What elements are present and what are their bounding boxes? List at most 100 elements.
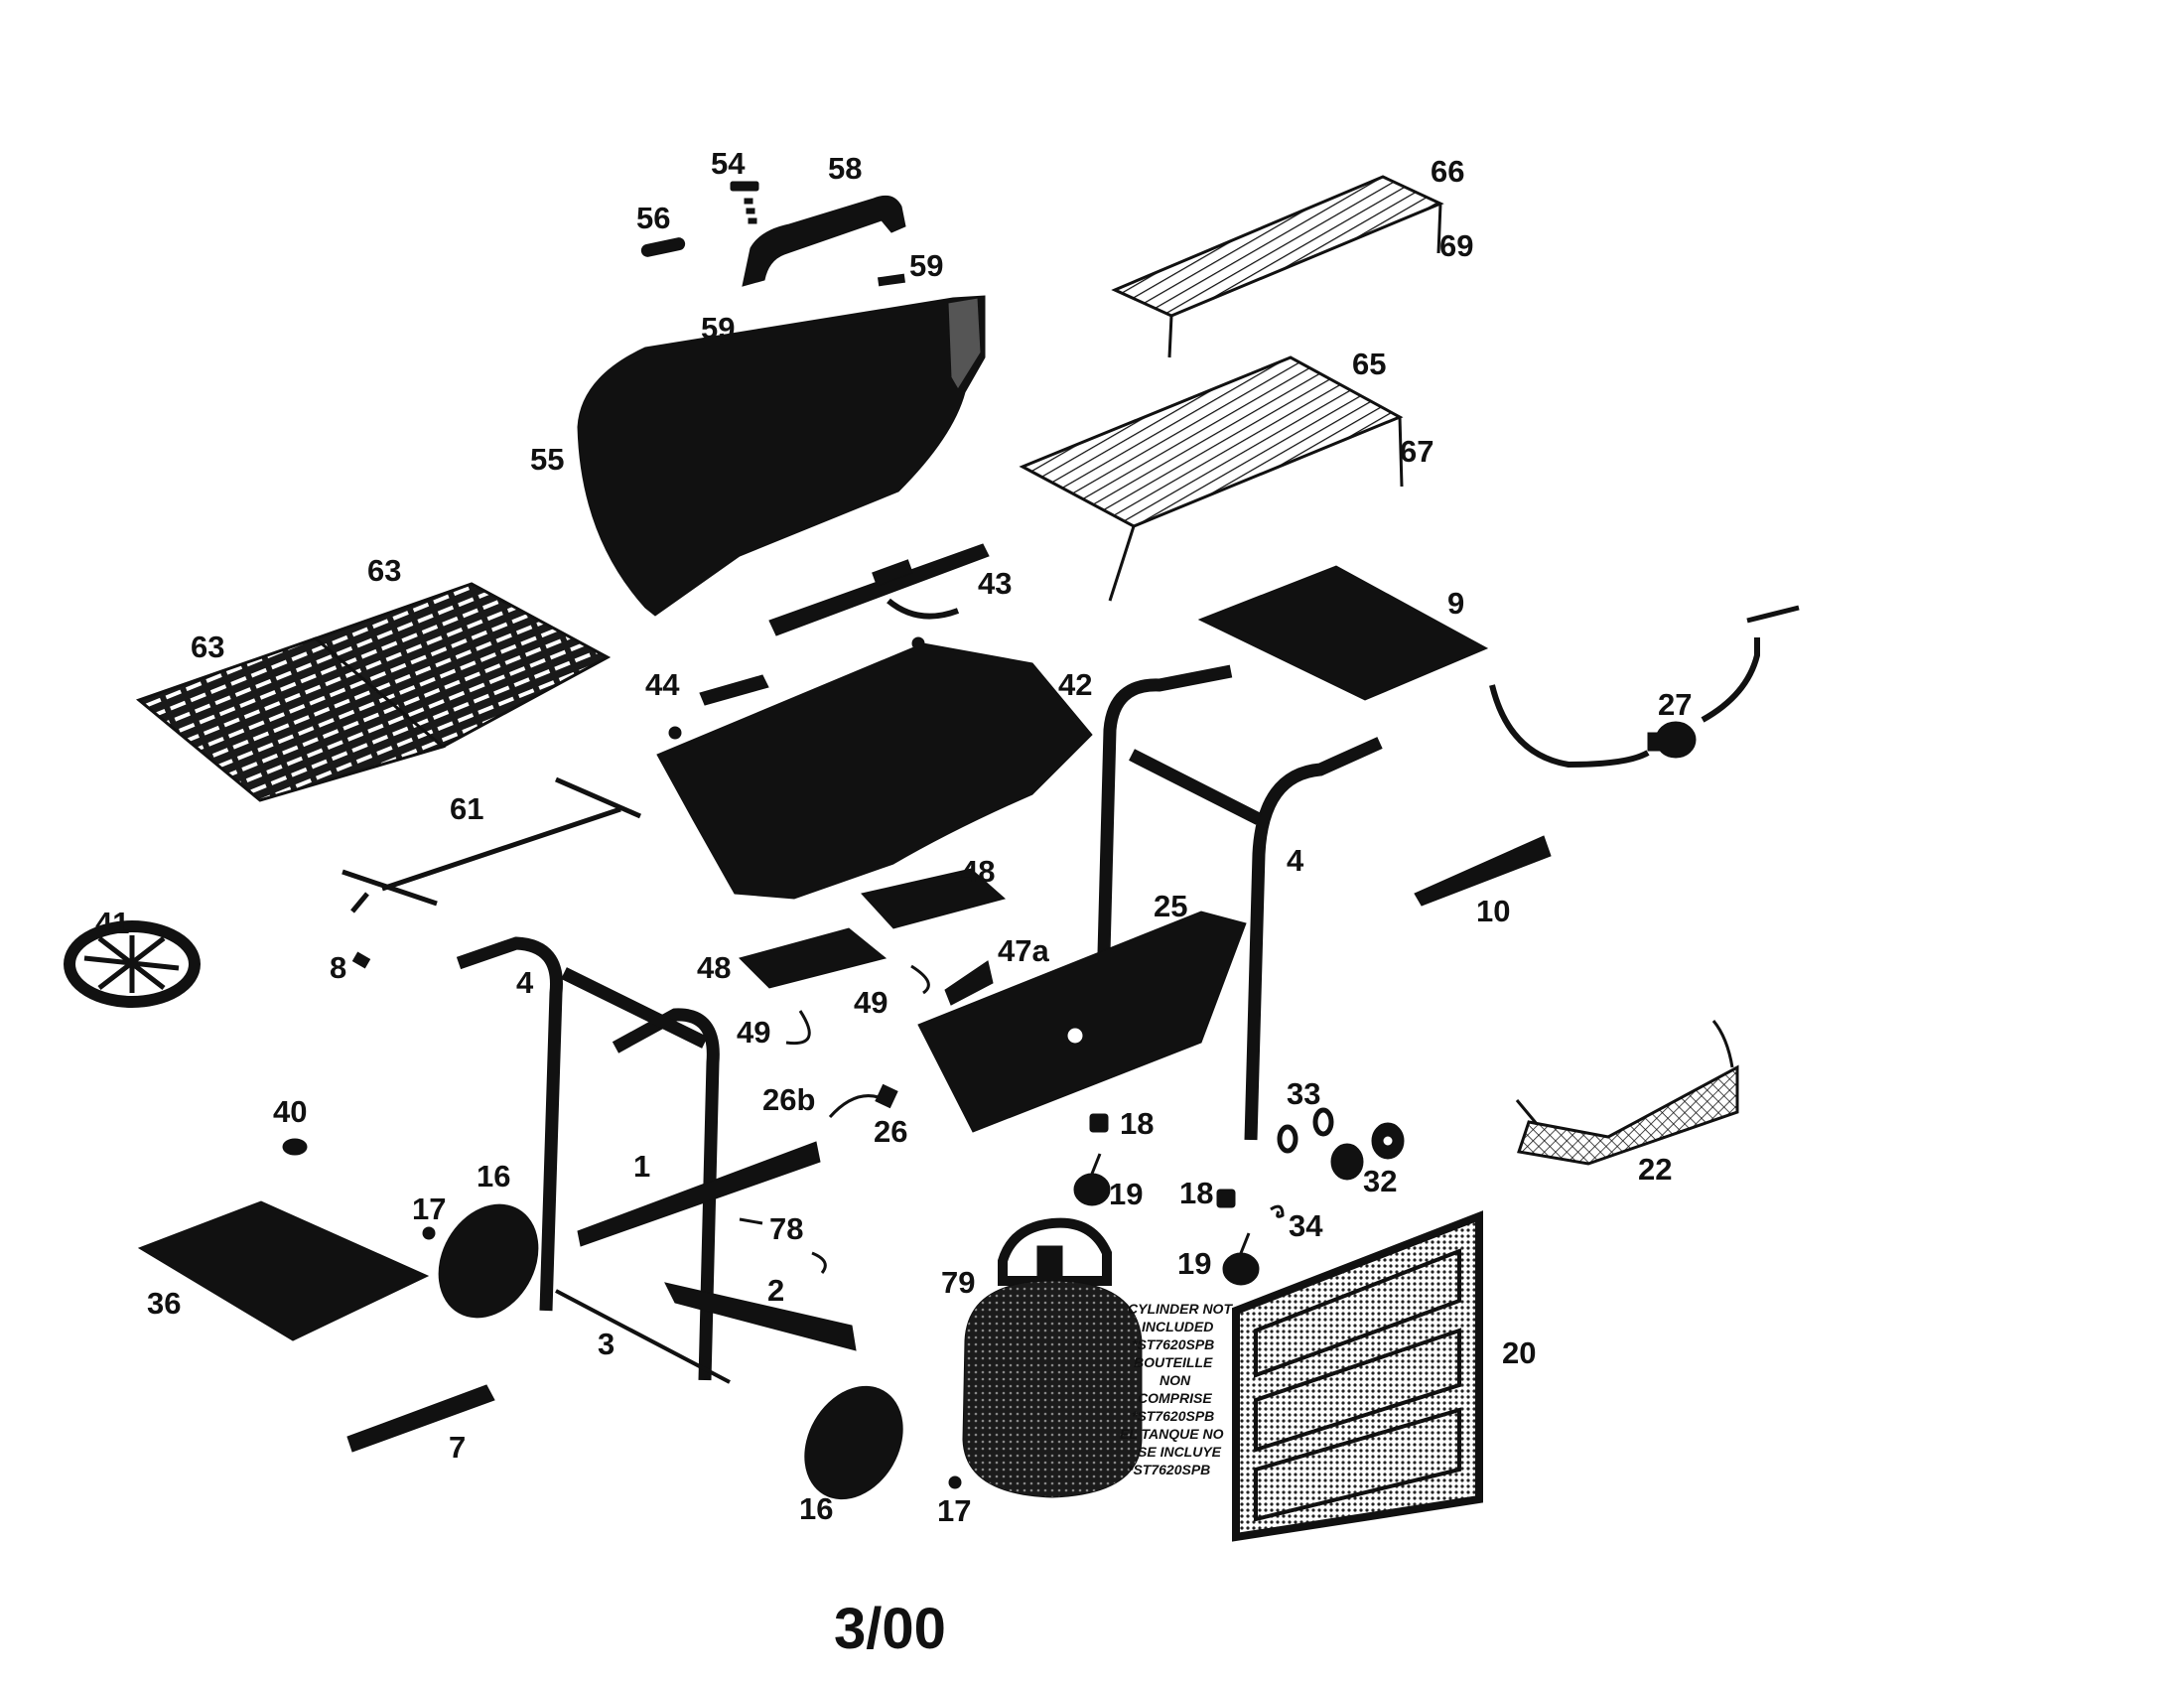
callout-55: 55 (530, 442, 564, 477)
callout-3: 3 (598, 1327, 614, 1361)
callout-19: 19 (1177, 1246, 1211, 1281)
part-36-bottom-shelf (137, 1200, 430, 1341)
part-33-valve-parts (1277, 1107, 1334, 1154)
part-56-heat-indicator (640, 237, 686, 257)
callout-8: 8 (330, 950, 346, 985)
callout-10: 10 (1476, 894, 1510, 928)
callout-33: 33 (1287, 1076, 1320, 1111)
cylinder-note-line: CYLINDER NOT (1128, 1301, 1233, 1317)
part-26-igniter (875, 1083, 898, 1109)
part-40-cap (282, 1138, 308, 1156)
part-44-heat-plate (699, 674, 769, 706)
part-58-lid-handle (742, 195, 906, 287)
part-27-regulator-body (1647, 721, 1697, 759)
part-43-burner-tube (768, 543, 990, 636)
cylinder-note-line: BOUTEILLE (1134, 1354, 1213, 1370)
part-26b-igniter-wire (828, 1094, 880, 1118)
cylinder-note-line: EL TANQUE NO (1120, 1426, 1224, 1442)
part-55-grill-lid (577, 295, 986, 617)
callout-61: 61 (450, 791, 483, 826)
part-41-wheel-hub (64, 920, 201, 1008)
part-3-axle (555, 1289, 731, 1384)
part-32-knob-bezels (1330, 1122, 1405, 1181)
callout-36: 36 (147, 1286, 181, 1321)
callout-48: 48 (697, 950, 731, 985)
callout-49: 49 (737, 1015, 770, 1050)
callout-66: 66 (1431, 154, 1464, 189)
part-61-warming-rack-rod (341, 776, 641, 913)
part-2-bracket (664, 1282, 857, 1351)
callout-49: 49 (854, 985, 887, 1020)
part-42-firebox (656, 636, 1093, 900)
callout-44: 44 (645, 667, 680, 702)
part-63-cooking-grates (135, 582, 612, 802)
part-16-wheels (438, 1203, 903, 1500)
part-4-cart-legs (456, 664, 1383, 1381)
callout-59: 59 (909, 248, 943, 283)
callout-16: 16 (799, 1491, 833, 1526)
cylinder-note-line: *ST7620SPB (1132, 1336, 1214, 1352)
callout-40: 40 (273, 1094, 307, 1129)
callout-20: 20 (1502, 1335, 1536, 1370)
callout-26b: 26b (762, 1082, 815, 1117)
cylinder-note-line: *ST7620SPB (1128, 1462, 1210, 1477)
callout-4: 4 (1287, 843, 1304, 878)
callout-22: 22 (1638, 1152, 1672, 1187)
part-49-igniter-wires (785, 964, 930, 1046)
callout-59: 59 (701, 311, 735, 346)
callout-42: 42 (1058, 667, 1092, 702)
parts-illustrations (64, 175, 1800, 1542)
callout-69: 69 (1439, 228, 1473, 263)
callout-56: 56 (636, 201, 670, 235)
callout-17: 17 (937, 1493, 971, 1528)
callout-63: 63 (367, 553, 401, 588)
callout-18: 18 (1120, 1106, 1154, 1141)
cylinder-note-line: *ST7620SPB (1132, 1408, 1214, 1424)
part-48-burner-plates (739, 868, 1007, 989)
callout-7: 7 (449, 1430, 466, 1465)
part-7-front-panel (346, 1384, 495, 1453)
part-9-side-shelf (1197, 565, 1489, 701)
part-19-control-knobs (1073, 1153, 1260, 1286)
part-66-upper-warming-rack (1111, 175, 1444, 358)
part-callouts: 54 58 56 59 59 55 66 69 65 67 63 63 43 9… (95, 146, 1692, 1528)
callout-4: 4 (516, 965, 534, 1000)
callout-47a: 47a (998, 933, 1049, 968)
part-8-clip (351, 951, 371, 969)
cylinder-note-line: SE INCLUYE (1138, 1444, 1222, 1460)
callout-27: 27 (1658, 687, 1692, 722)
callout-67: 67 (1400, 434, 1433, 469)
callout-63: 63 (191, 630, 224, 664)
callout-26: 26 (874, 1114, 907, 1149)
part-79-propane-tank (962, 1217, 1143, 1498)
callout-34: 34 (1289, 1208, 1323, 1243)
callout-32: 32 (1363, 1164, 1397, 1198)
part-78-pin (739, 1217, 827, 1274)
callout-18: 18 (1179, 1176, 1213, 1210)
callout-58: 58 (828, 151, 862, 186)
callout-78: 78 (769, 1211, 803, 1246)
callout-9: 9 (1447, 586, 1464, 621)
callout-17: 17 (412, 1192, 446, 1226)
part-17-axle-caps (422, 1226, 962, 1489)
part-10-front-rail (1414, 835, 1552, 907)
cylinder-note-line: INCLUDED (1142, 1319, 1213, 1334)
part-18-knobs (1089, 1113, 1236, 1208)
callout-43: 43 (978, 566, 1012, 601)
callout-54: 54 (711, 146, 746, 181)
callout-41: 41 (95, 906, 129, 940)
callout-1: 1 (633, 1149, 650, 1184)
part-34-clip (1270, 1204, 1285, 1218)
callout-65: 65 (1352, 347, 1386, 381)
part-25-control-panel (917, 911, 1247, 1133)
callout-79: 79 (941, 1265, 975, 1300)
part-54-screws (730, 181, 759, 224)
cylinder-not-included-note: CYLINDER NOT INCLUDED *ST7620SPB BOUTEIL… (1120, 1301, 1233, 1477)
callout-16: 16 (477, 1159, 510, 1193)
callout-19: 19 (1109, 1177, 1143, 1211)
part-20-cabinet-door (1232, 1210, 1483, 1542)
callout-25: 25 (1154, 889, 1187, 923)
part-1-cross-brace (577, 1141, 821, 1247)
callout-48: 48 (961, 854, 995, 889)
part-22-condiment-basket (1515, 1020, 1739, 1166)
